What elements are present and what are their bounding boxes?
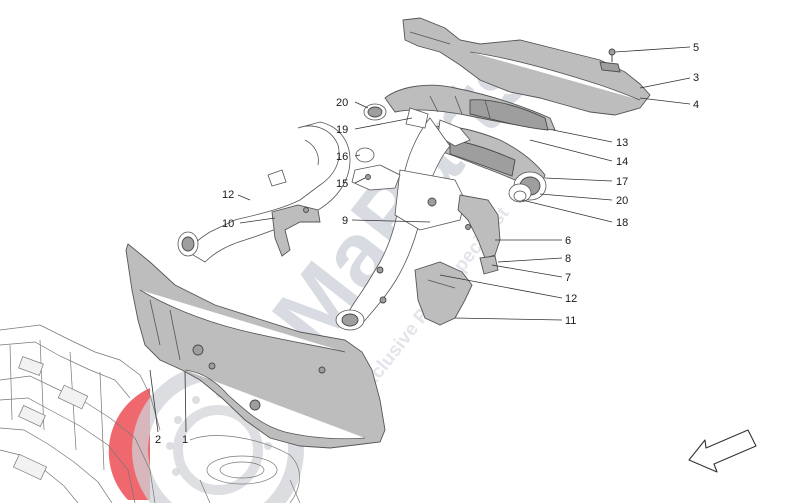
part-8-clip <box>479 255 499 275</box>
callout-6: 6 <box>565 235 571 247</box>
callout-16: 16 <box>336 151 348 163</box>
callout-4: 4 <box>693 99 699 111</box>
callout-5: 5 <box>693 42 699 54</box>
part-9-exhaust-manifold <box>335 117 466 331</box>
callout-13: 13 <box>616 137 628 149</box>
callout-3: 3 <box>693 72 699 84</box>
callout-2: 2 <box>155 434 161 446</box>
part-18-gasket <box>513 190 527 202</box>
callout-9: 9 <box>342 215 348 227</box>
part-16-clamp <box>355 147 375 163</box>
part-5-screw <box>608 48 616 62</box>
chassis-frame <box>0 324 301 503</box>
callout-12-left: 12 <box>222 189 234 201</box>
callout-17: 17 <box>616 176 628 188</box>
part-11-lower-heat-shield <box>414 261 473 326</box>
part-3-upper-heat-shield <box>402 17 651 116</box>
callout-7: 7 <box>565 272 571 284</box>
callout-8: 8 <box>565 253 571 265</box>
callout-18: 18 <box>616 217 628 229</box>
part-1-underbody-heat-shield <box>125 243 386 449</box>
callout-10: 10 <box>222 218 234 230</box>
callout-12-right: 12 <box>565 293 577 305</box>
leader-lines <box>149 46 691 433</box>
front-direction-arrow-icon <box>688 429 757 473</box>
part-13-catalytic-converter-upper <box>363 84 556 131</box>
callout-1: 1 <box>182 434 188 446</box>
callout-14: 14 <box>616 156 628 168</box>
part-15-manifold-gasket <box>351 164 401 191</box>
callout-19: 19 <box>336 124 348 136</box>
callout-15: 15 <box>336 178 348 190</box>
callout-20-right: 20 <box>616 195 628 207</box>
callout-11: 11 <box>565 315 576 327</box>
callout-20-top: 20 <box>336 97 348 109</box>
part-10-left-catalytic-pipe <box>177 121 351 263</box>
part-12-heat-shield-small <box>271 204 321 257</box>
callout-labels: 5 3 4 20 19 13 16 14 15 17 12 20 10 18 9… <box>155 42 699 446</box>
